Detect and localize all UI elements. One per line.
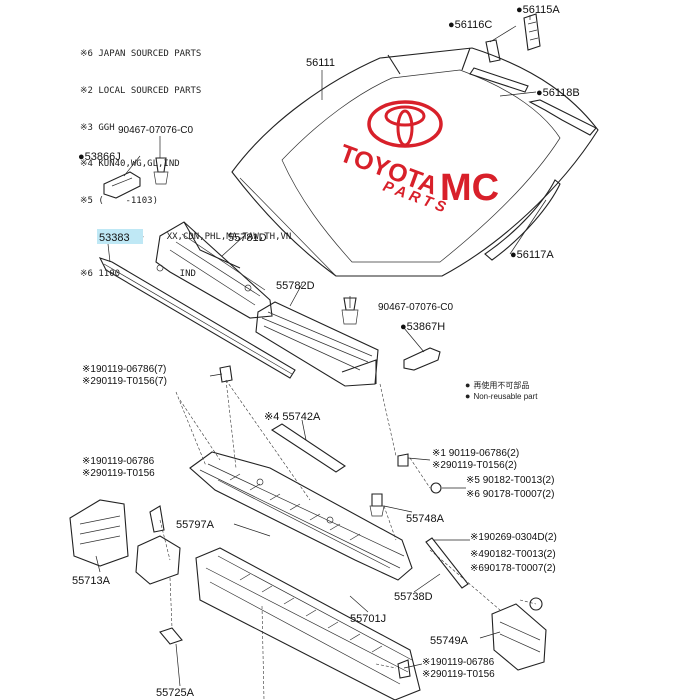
label-55797a: 55797A [176, 519, 215, 531]
clip-bottom [397, 659, 411, 679]
windshield-molding [469, 67, 597, 261]
label-90178-t0007-2b: ※690178-T0007(2) [470, 563, 556, 574]
label-56115a: ●56115A [516, 4, 560, 16]
seal-55742a [270, 423, 346, 473]
watermark-mc: MC [440, 167, 499, 209]
dashed-guides [159, 379, 537, 700]
note-line: ※2 LOCAL SOURCED PARTS [80, 86, 202, 97]
label-90119-06786-left: ※190119-06786 [82, 456, 155, 467]
label-55781d: 55781D [228, 232, 267, 244]
label-90467-07076-c0-top: 90467-07076-C0 [118, 125, 193, 136]
label-90269-0304d-2: ※190269-0304D(2) [470, 532, 557, 543]
note-line: ※5 ( -1103) [80, 195, 158, 206]
label-56116c: ●56116C [448, 19, 492, 31]
bracket-center-left [135, 535, 181, 585]
clip-56116c [485, 39, 501, 63]
label-55742a: ※4 55742A [264, 411, 321, 423]
label-90119-t0156-left: ※290119-T0156 [82, 468, 155, 479]
label-53383: 53383 [99, 232, 130, 244]
piece-55725a [159, 627, 183, 645]
bracket-53866j [103, 171, 141, 199]
clip-56115a [523, 13, 541, 51]
label-55713a: 55713A [72, 575, 111, 587]
note-line: ※4 KUN40,WG,GL,IND [80, 159, 180, 170]
legend: ●再使用不可部品 ●Non-reusable part [465, 380, 537, 402]
label-55725a: 55725A [156, 687, 195, 699]
label-55748a: 55748A [406, 513, 445, 525]
clip-right-lower [529, 597, 543, 611]
windshield-glass [231, 47, 599, 277]
note-line: ※3 GGH [80, 122, 115, 133]
label-90182-t0013-2: ※5 90182-T0013(2) [466, 475, 554, 486]
bracket-55749a [491, 603, 547, 671]
cowl-panel-55782d [255, 301, 379, 387]
legend-item: ●Non-reusable part [465, 391, 538, 401]
label-56111: 56111 [306, 57, 335, 69]
label-53866j: ●53866J [78, 151, 121, 163]
clip-55797a [149, 505, 165, 533]
bracket-55713a [69, 499, 129, 567]
panel-lower-55701 [195, 547, 421, 700]
nut-55748a [369, 493, 385, 517]
clip-right-top [397, 453, 442, 494]
label-90119-t0156-2: ※290119-T0156(2) [432, 460, 517, 471]
cowl-panel-55701j [189, 451, 413, 581]
toyota-watermark: MC TOYOTA PARTS [336, 100, 499, 218]
toyota-logo-icon [367, 100, 443, 148]
label-90119-t0156-bot: ※290119-T0156 [422, 669, 495, 680]
rod-55738d [425, 537, 469, 589]
label-55701j: 55701J [350, 613, 386, 625]
label-56117a: ●56117A [510, 249, 554, 261]
label-56118b: ●56118B [536, 87, 580, 99]
leader-lines [95, 15, 547, 687]
highlight-53383 [97, 229, 143, 244]
label-53867h: ●53867H [400, 321, 445, 333]
label-55738d: 55738D [394, 591, 433, 603]
bracket-53867h [403, 347, 441, 371]
cowl-seal-53383 [98, 257, 296, 379]
note-line: ※6 1100 IND [80, 269, 196, 280]
clip-90467-mid [341, 297, 359, 325]
label-90467-07076-c0-mid: 90467-07076-C0 [378, 302, 453, 313]
washer-90119-top [219, 365, 233, 383]
label-55782d: 55782D [276, 280, 315, 292]
legend-item: ●再使用不可部品 [465, 380, 530, 390]
label-55749a: 55749A [430, 635, 469, 647]
note-line: ※6 JAPAN SOURCED PARTS [80, 49, 202, 60]
label-90178-t0007-2: ※6 90178-T0007(2) [466, 489, 554, 500]
label-90119-06786-7: ※190119-06786(7) [82, 364, 166, 375]
cowl-panel-55781d [155, 221, 273, 319]
label-90119-06786-2: ※1 90119-06786(2) [432, 448, 519, 459]
label-90182-t0013-2b: ※490182-T0013(2) [470, 549, 556, 560]
clip-90467-top [153, 157, 169, 185]
label-90119-06786-bot: ※190119-06786 [422, 657, 495, 668]
label-90119-t0156-7: ※290119-T0156(7) [82, 376, 167, 387]
